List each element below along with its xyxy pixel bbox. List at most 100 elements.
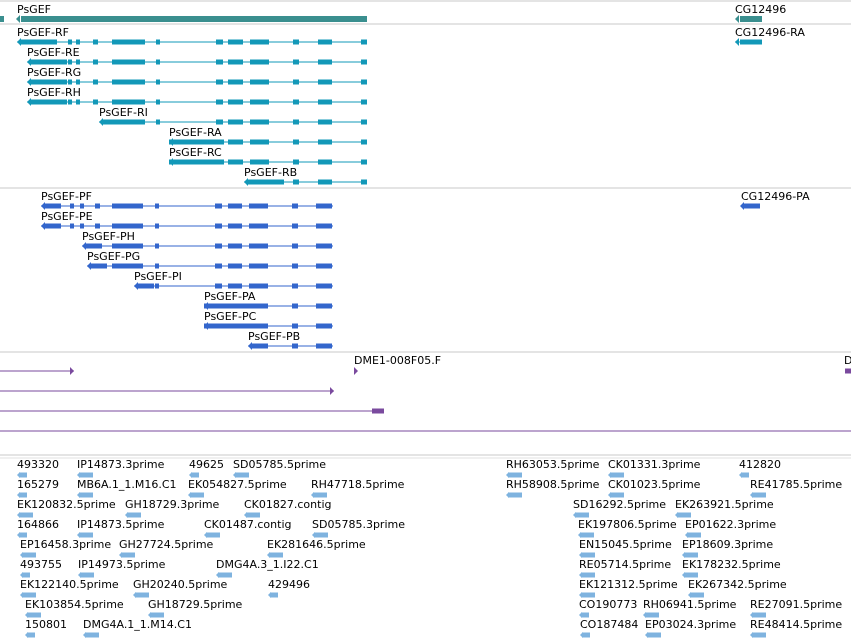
exon-block: [93, 39, 98, 45]
est-feature[interactable]: GH18729.5prime: [148, 598, 243, 618]
est-feature[interactable]: SD05785.5prime: [233, 458, 326, 478]
protein-feature[interactable]: PsGEF-PH: [82, 230, 333, 250]
exon-block: [155, 243, 159, 249]
exon-block: [293, 99, 299, 105]
est-feature[interactable]: RH06941.5prime: [643, 598, 737, 618]
transcript-feature[interactable]: PsGEF-RI: [99, 106, 367, 126]
est-feature[interactable]: CK01023.5prime: [608, 478, 701, 498]
exon-block: [45, 223, 61, 229]
est-feature[interactable]: IP14973.5prime: [78, 558, 166, 578]
feature-label: CK01827.contig: [244, 498, 331, 511]
est-feature[interactable]: EP16458.3prime: [20, 538, 111, 558]
exon-block: [361, 99, 367, 105]
exon-block: [215, 243, 222, 249]
est-feature[interactable]: 493755: [20, 558, 62, 578]
protein-feature[interactable]: PsGEF-PE: [41, 210, 333, 230]
gene-feature-psgef[interactable]: PsGEF: [0, 3, 367, 23]
transcript-feature[interactable]: PsGEF-RH: [27, 86, 367, 106]
strand-arrow: [675, 512, 678, 518]
est-feature[interactable]: EK281646.5prime: [267, 538, 366, 558]
est-feature[interactable]: 493320: [17, 458, 59, 478]
est-feature[interactable]: RE05714.5prime: [579, 558, 671, 578]
est-feature[interactable]: RH63053.5prime: [506, 458, 600, 478]
est-feature[interactable]: GH18729.3prime: [125, 498, 220, 518]
transcript-feature[interactable]: PsGEF-RF: [17, 26, 367, 46]
protein-feature[interactable]: PsGEF-PA: [204, 290, 333, 310]
est-feature[interactable]: EN15045.5prime: [579, 538, 672, 558]
protein-feature[interactable]: PsGEF-PI: [134, 270, 333, 290]
est-feature[interactable]: GH27724.5prime: [119, 538, 214, 558]
clone-feature[interactable]: D: [844, 354, 851, 374]
exon-block: [93, 99, 98, 105]
est-feature[interactable]: EP18609.3prime: [682, 538, 773, 558]
transcript-feature[interactable]: PsGEF-RE: [27, 46, 367, 66]
est-feature[interactable]: SD05785.3prime: [312, 518, 405, 538]
strand-arrow: [77, 472, 80, 478]
est-feature[interactable]: RE41785.5prime: [750, 478, 842, 498]
strand-arrow: [579, 612, 582, 618]
est-feature[interactable]: RE27091.5prime: [750, 598, 842, 618]
est-feature[interactable]: EP01622.3prime: [685, 518, 776, 538]
protein-feature[interactable]: PsGEF-PB: [248, 330, 333, 350]
est-feature[interactable]: RH58908.5prime: [506, 478, 600, 498]
gene-feature-cg12496[interactable]: CG12496: [735, 3, 786, 23]
est-feature[interactable]: EK121312.5prime: [579, 578, 678, 598]
transcript-feature[interactable]: PsGEF-RC: [169, 146, 367, 166]
strand-arrow: [17, 512, 20, 518]
strand-arrow: [17, 492, 20, 498]
exon-block: [249, 243, 268, 249]
est-feature[interactable]: 164866: [17, 518, 59, 538]
est-feature[interactable]: SD16292.5prime: [573, 498, 666, 518]
exon-block: [68, 39, 72, 45]
exon-block: [80, 223, 84, 229]
est-feature[interactable]: 412820: [739, 458, 781, 478]
feature-label: PsGEF-RC: [169, 146, 222, 159]
est-feature[interactable]: CO187484: [580, 618, 638, 638]
feature-label: D: [844, 354, 851, 367]
exon-block: [645, 612, 659, 618]
est-feature[interactable]: EK054827.5prime: [188, 478, 287, 498]
transcript-feature[interactable]: PsGEF-RA: [169, 126, 367, 146]
est-feature[interactable]: CO190773: [579, 598, 637, 618]
est-feature[interactable]: DMG4A.1_1.M14.C1: [83, 618, 192, 638]
est-feature[interactable]: 150801: [25, 618, 67, 638]
est-feature[interactable]: CK01331.3prime: [608, 458, 701, 478]
est-feature[interactable]: EK197806.5prime: [578, 518, 677, 538]
est-feature[interactable]: EP03024.3prime: [645, 618, 736, 638]
strand-arrow: [77, 532, 80, 538]
est-feature[interactable]: EK267342.5prime: [688, 578, 787, 598]
est-feature[interactable]: DMG4A.3_1.I22.C1: [216, 558, 319, 578]
exon-block: [121, 552, 135, 558]
feature-label: DMG4A.1_1.M14.C1: [83, 618, 192, 631]
exon-block: [292, 263, 298, 269]
transcript-feature[interactable]: PsGEF-RB: [244, 166, 367, 186]
est-feature[interactable]: EK103854.5prime: [25, 598, 124, 618]
est-feature[interactable]: CK01827.contig: [244, 498, 331, 518]
est-feature[interactable]: EK122140.5prime: [20, 578, 119, 598]
est-feature[interactable]: RE48414.5prime: [750, 618, 842, 638]
est-feature[interactable]: 49625: [189, 458, 224, 478]
est-feature[interactable]: RH47718.5prime: [311, 478, 405, 498]
est-feature[interactable]: 165279: [17, 478, 59, 498]
protein-feature[interactable]: PsGEF-PF: [41, 190, 333, 210]
est-feature[interactable]: CK01487.contig: [204, 518, 291, 538]
transcript-feature[interactable]: PsGEF-RG: [27, 66, 367, 86]
est-feature[interactable]: IP14873.5prime: [77, 518, 165, 538]
est-feature[interactable]: EK263921.5prime: [675, 498, 774, 518]
feature-label: EK281646.5prime: [267, 538, 366, 551]
feature-label: PsGEF-RH: [27, 86, 81, 99]
protein-feature[interactable]: PsGEF-PG: [87, 250, 333, 270]
exon-block: [361, 59, 367, 65]
strand-arrow: [169, 158, 173, 166]
est-feature[interactable]: GH20240.5prime: [133, 578, 228, 598]
est-feature[interactable]: IP14873.3prime: [77, 458, 165, 478]
est-feature[interactable]: EK120832.5prime: [17, 498, 116, 518]
est-feature[interactable]: 429496: [268, 578, 310, 598]
clone-feature[interactable]: DME1-008F05.F: [354, 354, 441, 375]
transcript-feature[interactable]: CG12496-RA: [735, 26, 805, 46]
protein-feature[interactable]: CG12496-PA: [740, 190, 810, 210]
exon-block: [318, 159, 332, 165]
est-feature[interactable]: MB6A.1_1.M16.C1: [77, 478, 177, 498]
protein-feature[interactable]: PsGEF-PC: [204, 310, 333, 330]
est-feature[interactable]: EK178232.5prime: [682, 558, 781, 578]
